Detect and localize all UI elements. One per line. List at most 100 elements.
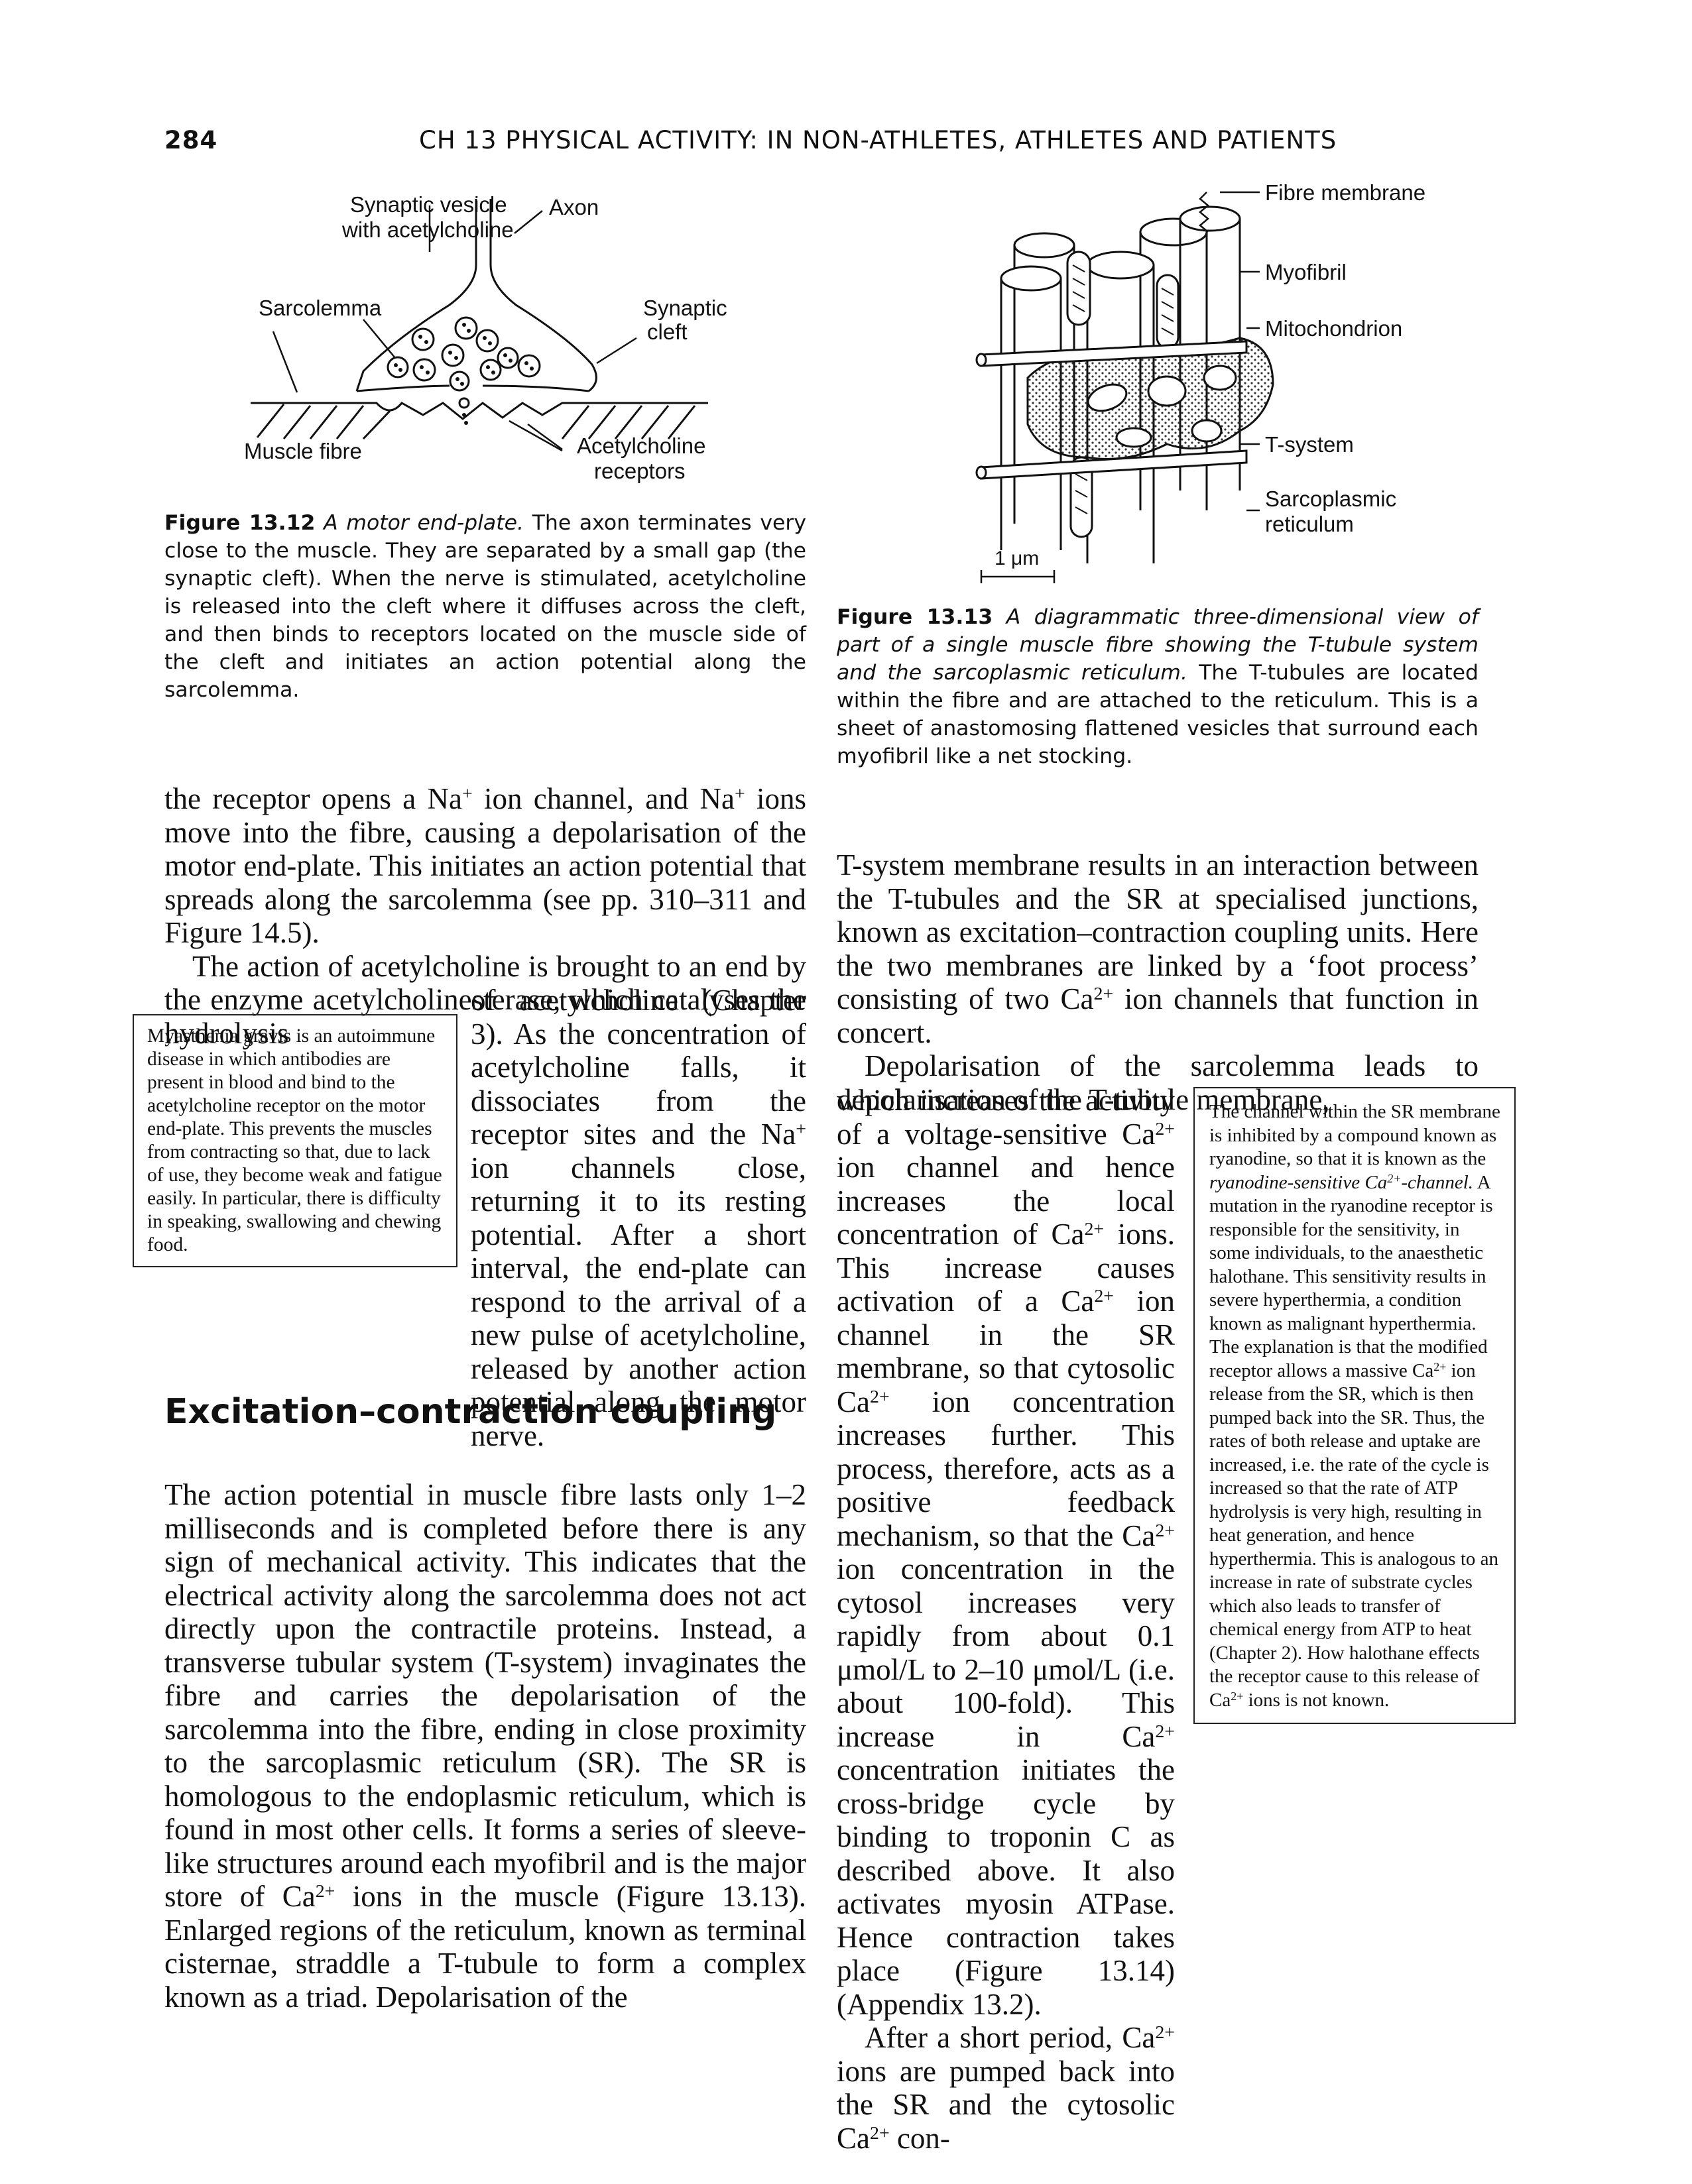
label-with-acetylcholine: with acetylcholine [341, 217, 514, 242]
text-run: -channel. [1401, 1171, 1474, 1193]
t-tubules [975, 340, 1248, 480]
text-run: A mutation in the ryanodine receptor is … [1209, 1171, 1493, 1381]
superscript: 2+ [1084, 1219, 1105, 1240]
sidebox-ryanodine-channel: The channel within the SR membrane is in… [1193, 1087, 1516, 1724]
label-sarcoplasmic: Sarcoplasmic [1265, 487, 1396, 511]
text-run: The channel within the SR membrane is in… [1209, 1101, 1500, 1169]
figure-13-13-muscle-fibre-3d: Fibre membrane Myofibril Mitochondrion T… [975, 180, 1425, 583]
reticulum-holes [1087, 365, 1237, 448]
label-myofibril: Myofibril [1265, 260, 1347, 284]
caption-label: Figure 13.13 [837, 605, 993, 629]
right-column-narrow: which increases the activity of a voltag… [837, 1084, 1175, 2155]
superscript: 2+ [1094, 1286, 1114, 1307]
caption-title: A motor end-plate. [324, 511, 524, 535]
sidebox-myasthenia-gravis: Myasthenia gravis is an autoimmune disea… [133, 1014, 457, 1267]
text-run: ions are pumped back into the SR and the… [837, 2054, 1175, 2155]
superscript: 2+ [870, 1386, 890, 1407]
paragraph: The action potential in muscle fibre las… [164, 1478, 806, 2014]
text-run: concentration initiates the cross-bridge… [837, 1753, 1175, 2021]
label-sarcolemma: Sarcolemma [259, 296, 382, 320]
superscript: 2+ [1155, 1721, 1175, 1742]
leader-lines [272, 205, 637, 452]
text-run: ions is not known. [1243, 1689, 1390, 1711]
text-run: con- [889, 2121, 950, 2155]
text-run: ions. This increase causes activation of… [837, 1218, 1175, 1318]
superscript: 2+ [870, 2122, 890, 2144]
label-t-system: T-system [1265, 432, 1354, 457]
caption-label: Figure 13.12 [164, 511, 316, 535]
superscript: 2+ [315, 1881, 335, 1902]
figure-13-12-motor-end-plate: Synaptic vesicle with acetylcholine Axon… [244, 192, 727, 483]
text-run: which increases the activity of a voltag… [837, 1084, 1175, 1151]
left-column-bottom: The action potential in muscle fibre las… [164, 1478, 806, 2014]
text-run: ion concentration in the cytosol increas… [837, 1552, 1175, 1753]
paragraph: After a short period, Ca2+ ions are pump… [837, 2021, 1175, 2155]
text-run: ion concentration increases further. Thi… [837, 1385, 1175, 1552]
section-heading: Excitation–contraction coupling [164, 1392, 777, 1432]
sarcolemma-line [251, 402, 708, 420]
terminal-bottom [356, 384, 589, 392]
superscript: 2+ [1387, 1171, 1402, 1185]
right-column-top: T-system membrane results in an interact… [837, 848, 1479, 1116]
running-header: 284 CH 13 PHYSICAL ACTIVITY: IN NON-ATHL… [164, 126, 1557, 166]
left-column-narrow: of acetylcholine (Chapter 3). As the con… [471, 984, 806, 1452]
paragraph: the receptor opens a Na+ ion channel, an… [164, 782, 806, 950]
caption-title: A diagrammatic three-dimensional view of… [837, 605, 1479, 685]
text-run: ions move into the fibre, causing a depo… [164, 782, 806, 949]
label-cleft: cleft [647, 319, 688, 344]
label-acetylcholine: Acetylcholine [577, 433, 705, 458]
text-run: ryanodine-sensitive Ca [1209, 1171, 1388, 1193]
text-run: ions in the muscle (Figure 13.13). Enlar… [164, 1880, 806, 2014]
superscript: 2+ [1093, 984, 1114, 1005]
fibre-membrane-squiggle [1199, 192, 1209, 233]
vesicle-dots [394, 323, 534, 425]
italic-run: ryanodine-sensitive Ca2+-channel. [1209, 1172, 1473, 1193]
mitochondria-cristae [1072, 264, 1174, 514]
text-run: ion channels close, returning it to its … [471, 1151, 806, 1452]
axon-outline-right [489, 199, 597, 392]
superscript: + [796, 1119, 806, 1140]
paragraph: T-system membrane results in an interact… [837, 848, 1479, 1049]
sidebox-text: Myasthenia gravis is an autoimmune disea… [147, 1025, 442, 1255]
label-synaptic-vesicle: Synaptic vesicle [350, 192, 507, 217]
text-run: ion channel in the SR membrane, so that … [837, 1285, 1175, 1418]
caption-text: The axon terminates very close to the mu… [164, 511, 806, 702]
paragraph: which increases the activity of a voltag… [837, 1084, 1175, 2021]
superscript: + [734, 783, 745, 805]
label-mitochondrion: Mitochondrion [1265, 316, 1402, 341]
paragraph: of acetylcholine (Chapter 3). As the con… [471, 984, 806, 1452]
caption-text: The T-tubules are located within the fib… [837, 661, 1479, 768]
text-run: of acetylcholine (Chapter 3). As the con… [471, 984, 806, 1151]
figure-13-12-caption: Figure 13.12 A motor end-plate. The axon… [164, 509, 806, 704]
text-run: ion channels that function in concert. [837, 982, 1479, 1049]
label-scale-bar: 1 μm [995, 547, 1039, 569]
text-run: the receptor opens a Na [164, 782, 462, 815]
label-synaptic: Synaptic [643, 296, 727, 320]
text-run: The action potential in muscle fibre las… [164, 1478, 806, 1913]
paragraph: The action of acetylcholine is brought t… [164, 949, 806, 1050]
left-column-top: the receptor opens a Na+ ion channel, an… [164, 782, 806, 1050]
text-run: After a short period, Ca [865, 2021, 1156, 2054]
superscript: 2+ [1231, 1689, 1244, 1703]
superscript: 2+ [1433, 1359, 1447, 1373]
muscle-hatching [256, 404, 696, 440]
text-run: ion channel, and Na [472, 782, 735, 815]
figure-13-13-caption: Figure 13.13 A diagrammatic three-dimens… [837, 603, 1479, 770]
superscript: 2+ [1155, 2022, 1175, 2043]
label-fibre-membrane: Fibre membrane [1265, 180, 1425, 205]
label-muscle-fibre: Muscle fibre [244, 439, 362, 463]
label-reticulum: reticulum [1265, 512, 1354, 536]
text-run: ion channel and hence increases the loca… [837, 1151, 1175, 1251]
text-run: T-system membrane results in an interact… [837, 848, 1479, 1015]
page-number: 284 [164, 126, 218, 154]
superscript: + [461, 783, 473, 805]
label-axon: Axon [549, 195, 599, 219]
superscript: 2+ [1155, 1118, 1175, 1139]
synaptic-vesicles [387, 316, 541, 409]
running-title: CH 13 PHYSICAL ACTIVITY: IN NON-ATHLETES… [419, 126, 1337, 154]
superscript: 2+ [1155, 1520, 1175, 1541]
label-receptors: receptors [594, 459, 686, 483]
axon-outline [355, 199, 477, 392]
leader-lines-13-13 [980, 191, 1260, 583]
text-run: ion release from the SR, which is then p… [1209, 1359, 1498, 1711]
